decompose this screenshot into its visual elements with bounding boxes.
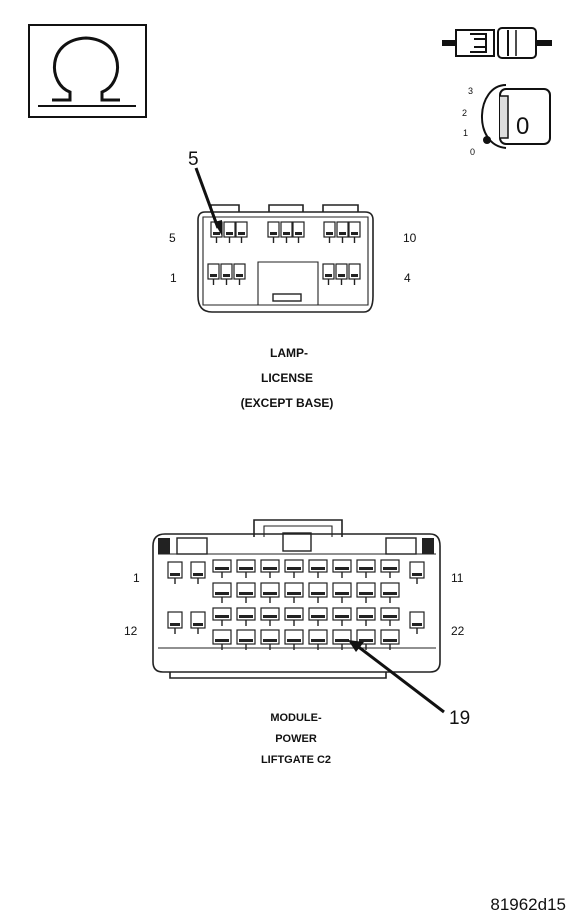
cavity — [267, 221, 280, 243]
pin-label-1: 1 — [170, 271, 177, 285]
connector-a-title-line-1: LAMP- — [270, 346, 308, 360]
cavity — [233, 263, 246, 285]
connector-b-title-line-3: LIFTGATE C2 — [261, 754, 331, 766]
ignition-key-label: 0 — [516, 113, 529, 140]
cavity — [260, 559, 280, 578]
cavity — [348, 263, 361, 285]
cavity — [260, 607, 280, 626]
ignition-key-off-icon: 3 2 1 0 0 — [462, 84, 551, 157]
cavity — [167, 611, 183, 634]
lamp-license-cavities — [207, 221, 361, 285]
cavity — [284, 582, 304, 603]
pin-label-11: 11 — [451, 571, 464, 585]
cavity — [167, 561, 183, 584]
connector-disconnect-icon — [442, 27, 552, 59]
cavity — [308, 582, 328, 603]
pin-label-10: 10 — [403, 231, 417, 245]
cavity — [212, 559, 232, 578]
ignition-position-0: 0 — [470, 147, 475, 157]
connector-b-title-line-1: MODULE- — [270, 712, 322, 724]
cavity — [380, 629, 400, 650]
cavity — [235, 221, 248, 243]
cavity — [212, 582, 232, 603]
cavity — [212, 607, 232, 626]
power-liftgate-connector — [152, 519, 445, 714]
connector-a-title-line-3: (EXCEPT BASE) — [241, 396, 334, 410]
cavity — [335, 263, 348, 285]
cavity — [322, 263, 335, 285]
cavity — [308, 559, 328, 578]
pin-label-22: 22 — [451, 624, 465, 638]
connector-b-title-line-2: POWER — [275, 733, 317, 745]
cavity — [336, 221, 349, 243]
cavity — [356, 607, 376, 626]
lamp-license-connector — [194, 167, 374, 313]
cavity — [308, 629, 328, 650]
ignition-position-1: 1 — [463, 128, 468, 138]
cavity — [220, 263, 233, 285]
cavity — [236, 559, 256, 578]
pin-label-5: 5 — [169, 231, 176, 245]
ignition-position-2: 2 — [462, 108, 467, 118]
cavity — [348, 221, 361, 243]
figure-id: 81962d15 — [490, 895, 566, 914]
cavity — [207, 263, 220, 285]
callout-pin-5: 5 — [188, 149, 199, 170]
power-liftgate-cavities — [167, 559, 425, 650]
cavity — [260, 629, 280, 650]
connector-a-title-line-2: LICENSE — [261, 371, 313, 385]
cavity — [260, 582, 280, 603]
callout-pin-19: 19 — [449, 708, 470, 729]
pin-label-1b: 1 — [133, 571, 140, 585]
cavity — [284, 629, 304, 650]
cavity — [332, 629, 352, 650]
cavity — [292, 221, 305, 243]
cavity — [212, 629, 232, 650]
cavity — [380, 607, 400, 626]
ignition-position-3: 3 — [468, 86, 473, 96]
ohmmeter-icon — [28, 24, 147, 118]
cavity — [280, 221, 293, 243]
pin-label-12: 12 — [124, 624, 138, 638]
cavity — [409, 561, 425, 584]
cavity — [332, 582, 352, 603]
cavity — [190, 611, 206, 634]
cavity — [190, 561, 206, 584]
cavity — [356, 582, 376, 603]
cavity — [236, 629, 256, 650]
cavity — [284, 559, 304, 578]
cavity — [308, 607, 328, 626]
cavity — [223, 221, 236, 243]
cavity — [236, 607, 256, 626]
cavity — [380, 582, 400, 603]
cavity — [284, 607, 304, 626]
cavity — [332, 559, 352, 578]
cavity — [356, 629, 376, 650]
cavity — [332, 607, 352, 626]
cavity — [323, 221, 336, 243]
cavity — [380, 559, 400, 578]
cavity — [409, 611, 425, 634]
pin-label-4: 4 — [404, 271, 411, 285]
cavity — [356, 559, 376, 578]
cavity — [236, 582, 256, 603]
